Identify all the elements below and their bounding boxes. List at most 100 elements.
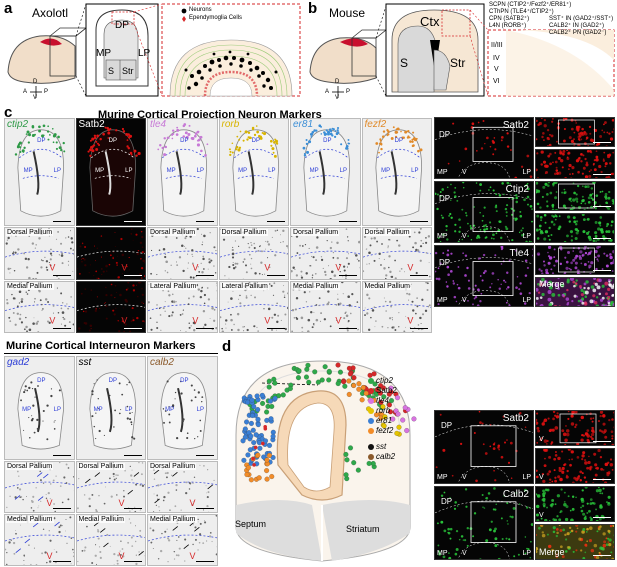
b-legend-4: SST⁺ IN (GAD2⁺/SST⁺) (549, 16, 614, 22)
a-legend-ependymoglia: Ependymoglia Cells (189, 15, 243, 21)
c2-sub-2-2: Medial Pallium (149, 516, 197, 523)
c-marker-4: er81 (293, 119, 314, 130)
legend-label: sst (376, 442, 387, 451)
svg-text:V: V (46, 498, 52, 508)
scale-bar (338, 327, 357, 329)
scale-bar (124, 454, 142, 456)
b-compass-d: D (335, 79, 340, 85)
panel-b-graphic (309, 3, 615, 98)
scale-bar (410, 220, 428, 222)
legend-label: calb2 (376, 452, 396, 461)
svg-text:V: V (264, 262, 270, 272)
e-lp-2: LP (522, 297, 531, 304)
f-channel-label-1: Calb2 (502, 489, 529, 500)
legend-dot-icon (368, 407, 374, 414)
svg-text:V: V (118, 498, 124, 508)
b-legend-1: CThPN (TLE4⁺/CTIP2⁺) (489, 9, 554, 15)
scale-bar (195, 507, 214, 509)
c-tile-1-2: V (75, 281, 146, 333)
scale-bar (410, 274, 428, 276)
legend-label: fezf2 (376, 426, 394, 435)
legend-label: rorb (376, 406, 391, 415)
legend-dot-icon (368, 377, 374, 384)
e-dp-1: DP (439, 194, 451, 204)
c-sub-2-2: Lateral Pallium (149, 283, 198, 290)
scale-bar (593, 478, 611, 480)
scale-bar (52, 507, 71, 509)
svg-text:V: V (407, 262, 413, 272)
a-legend-neurons: Neurons (189, 7, 212, 13)
c2-sub-1-1: Dorsal Pallium (77, 463, 125, 470)
a-compass-p: P (44, 89, 49, 95)
panel-a-graphic (7, 3, 301, 98)
c-lp-2: LP (196, 167, 204, 174)
c-lp-0: LP (53, 167, 61, 174)
c-mp-5: MP (381, 167, 391, 174)
panel-c-label: c (4, 104, 13, 121)
legend-label: tle4 (376, 396, 389, 405)
svg-text:V: V (192, 316, 198, 326)
f-dp-1: DP (441, 497, 453, 507)
f-lp-0: LP (522, 474, 531, 481)
c-lp-5: LP (411, 167, 419, 174)
d-legend-item-4: er81 (368, 416, 397, 426)
c2-lp-0: LP (53, 406, 61, 413)
f-crop-v-0-1: V (539, 474, 544, 481)
scale-bar (593, 440, 611, 442)
e-crop-1-0 (535, 181, 615, 211)
c2-sub-2-1: Dorsal Pallium (149, 463, 197, 470)
f-crop-v-0-0: V (539, 436, 544, 443)
c-sub-2-1: Dorsal Pallium (149, 229, 197, 236)
c2-mp-0: MP (22, 406, 32, 413)
e-dp-0: DP (439, 130, 451, 140)
a-compass-d: D (33, 79, 38, 85)
scale-bar (593, 173, 611, 175)
e-dp-2: DP (439, 258, 451, 268)
c-sub-4-1: Dorsal Pallium (292, 229, 340, 236)
panel-a-title: Axolotl (32, 6, 69, 20)
svg-text:V: V (121, 262, 127, 272)
c-tile-2-1: V Dorsal Pallium (147, 227, 218, 280)
b-compass-p: P (346, 89, 351, 95)
svg-text:V: V (121, 316, 127, 326)
scale-bar (593, 516, 611, 518)
c-tile-1-1: V (75, 227, 146, 280)
e-merge-tile: Merge (535, 277, 615, 307)
legend-label: Satb2 (376, 386, 397, 395)
scale-bar (267, 274, 285, 276)
a-region-mp: MP (96, 48, 111, 59)
scale-bar (195, 327, 214, 329)
scale-bar (52, 274, 71, 276)
b-layer-6: VI (493, 78, 500, 85)
a-region-s: S (108, 66, 115, 76)
c-mp-1: MP (95, 167, 105, 174)
c-sub-4-2: Medial Pallium (292, 283, 340, 290)
scale-bar (338, 220, 357, 222)
e-channel-label-1: Ctip2 (505, 184, 529, 195)
f-crop-0-0: V (535, 410, 615, 446)
scale-bar (593, 141, 611, 143)
svg-text:V: V (192, 262, 198, 272)
scale-bar (124, 274, 142, 276)
c2-dp-0: DP (37, 377, 46, 384)
f-crop-1-0: V (535, 486, 615, 522)
c2-mp-2: MP (165, 406, 175, 413)
c-marker-0: ctip2 (7, 119, 29, 130)
b-legend-0: SCPN (CTIP2⁺/Fezf2⁺/ER81⁺) (489, 2, 572, 8)
f-crop-0-1: V (535, 448, 615, 484)
c-lp-1: LP (125, 167, 133, 174)
b-region-s: S (400, 56, 409, 70)
